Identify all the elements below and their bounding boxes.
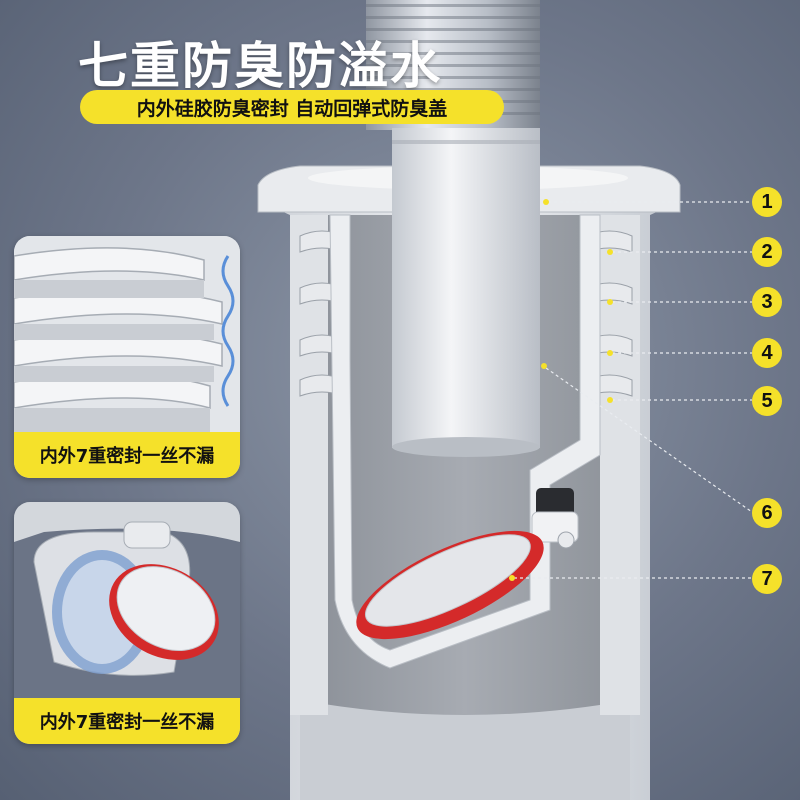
callout-badge-1: 1: [752, 187, 782, 217]
lower-sleeve: [300, 700, 630, 800]
callout-badge-5: 5: [752, 386, 782, 416]
callout-badge-6: 6: [752, 498, 782, 528]
flap-card: 内外7重密封一丝不漏: [14, 502, 240, 744]
anti-odor-flap: [356, 530, 544, 640]
flap-closeup-image: [14, 502, 240, 698]
seal-rings-card: 内外7重密封一丝不漏: [14, 236, 240, 478]
subtitle-text: 内外硅胶防臭密封 自动回弹式防臭盖: [136, 97, 448, 120]
card-label-1: 内外7重密封一丝不漏: [14, 432, 240, 478]
callout-badge-2: 2: [752, 237, 782, 267]
subtitle-banner: 内外硅胶防臭密封 自动回弹式防臭盖: [80, 90, 504, 124]
card-label-2: 内外7重密封一丝不漏: [14, 698, 240, 744]
central-pipe: [392, 128, 540, 448]
seal-rings-closeup-image: [14, 236, 240, 432]
callout-dots: [509, 199, 613, 581]
wavy-seal-icon: [221, 255, 235, 407]
callout-badge-3: 3: [752, 287, 782, 317]
headline-title: 七重防臭防溢水: [78, 37, 442, 95]
callout-badge-4: 4: [752, 338, 782, 368]
callout-leader-lines: [514, 201, 753, 579]
callout-badge-7: 7: [752, 564, 782, 594]
